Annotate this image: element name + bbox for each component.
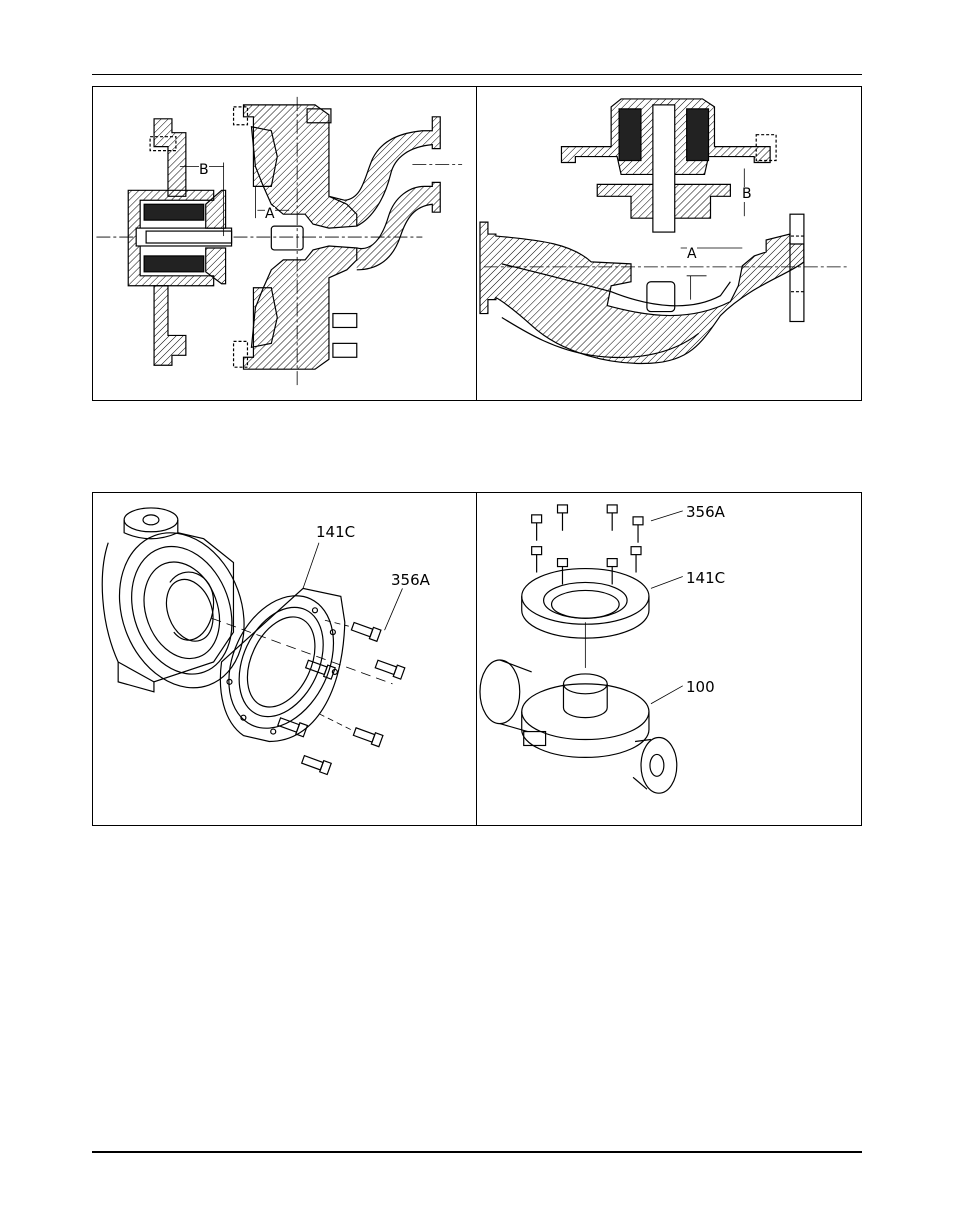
part-label-100-right: 100: [685, 680, 716, 695]
figure-clearance-sections: B A B A: [92, 86, 862, 401]
dimension-b-label-left: B: [199, 163, 209, 178]
assembly-drawing-right: [93, 493, 861, 825]
part-label-141c-right: 141C: [685, 571, 726, 586]
figure-cover-assembly: 141C 356A 356A 141C 100: [92, 492, 862, 826]
dimension-b-label-right: B: [742, 187, 752, 202]
part-label-356a-left: 356A: [390, 573, 431, 588]
header-rule: [92, 74, 862, 75]
part-label-356a-right: 356A: [685, 505, 726, 520]
footer-rule: [92, 1151, 862, 1153]
part-label-141c-left: 141C: [315, 525, 356, 540]
dimension-a-label-right: A: [687, 247, 697, 262]
dimension-a-label-left: A: [265, 207, 275, 222]
section-drawing-right: [93, 87, 861, 400]
